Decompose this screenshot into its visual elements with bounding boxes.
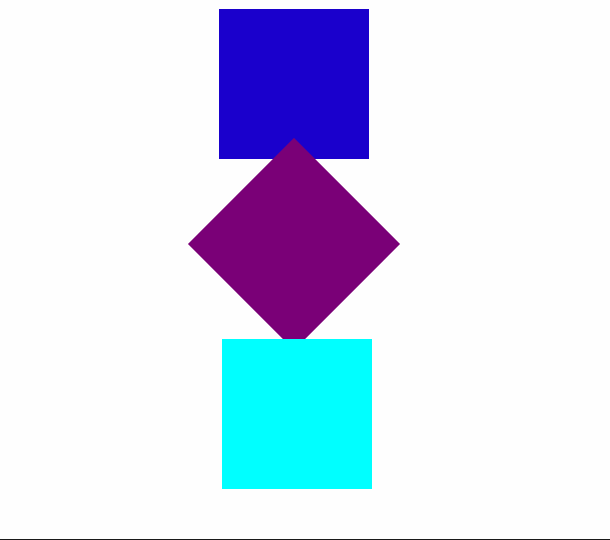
blue-square <box>219 9 369 159</box>
purple-diamond <box>187 137 401 351</box>
cyan-square <box>222 339 372 489</box>
